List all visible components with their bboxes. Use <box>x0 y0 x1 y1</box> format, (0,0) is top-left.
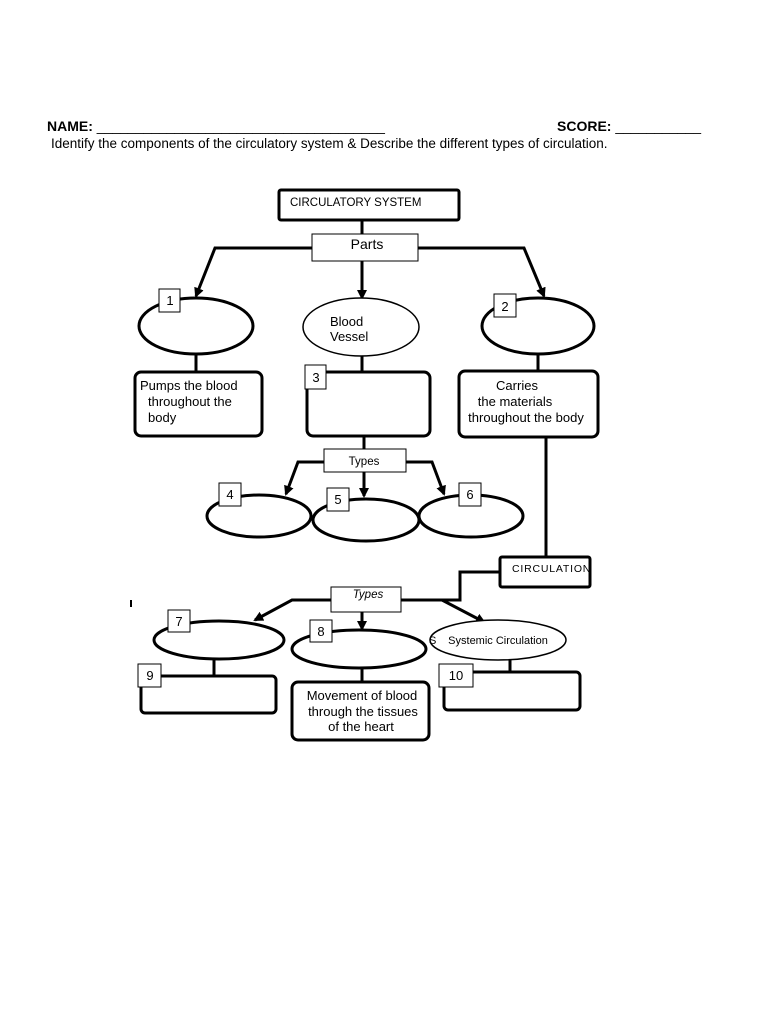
vessel-types-box <box>323 448 407 473</box>
number-tag-4: 4 <box>226 487 233 502</box>
arrow-types-systemic <box>401 598 486 624</box>
number-tag-9: 9 <box>146 668 153 683</box>
number-tag-10: 10 <box>449 668 463 683</box>
blood-description-box <box>457 369 600 439</box>
arrow-types-6 <box>406 460 446 496</box>
circulation-10-blank-box[interactable] <box>442 670 582 712</box>
blood-vessel-ellipse <box>302 297 420 357</box>
blood-desc-line3: throughout the body <box>468 410 584 425</box>
blood-vessel-label-line1: Blood <box>330 314 363 329</box>
arrow-parts-2 <box>418 246 546 298</box>
number-tag-3: 3 <box>312 370 319 385</box>
systemic-circulation-ellipse <box>429 619 567 661</box>
number-tag-8: 8 <box>317 624 324 639</box>
name-blank[interactable]: _____________________________________ <box>96 118 385 134</box>
stray-mark <box>130 600 132 607</box>
arrow-types-4 <box>284 460 324 496</box>
coronary-desc-line3: of the heart <box>328 719 394 734</box>
circulation-label: CIRCULATION <box>512 563 591 575</box>
circulation-9-blank-box[interactable] <box>139 674 278 715</box>
score-blank[interactable]: ___________ <box>615 118 701 134</box>
parts-label: Parts <box>351 236 384 252</box>
systemic-circulation-label: Systemic Circulation <box>448 635 548 647</box>
part-3-blank-box[interactable] <box>305 370 432 438</box>
coronary-desc-line1: Movement of blood <box>307 688 418 703</box>
systemic-prefix: S <box>429 635 436 647</box>
instructions: Identify the components of the circulato… <box>51 136 608 151</box>
part-1-blank-ellipse[interactable] <box>137 296 255 356</box>
arrow-parts-1 <box>194 246 312 298</box>
heart-desc-line1: Pumps the blood <box>140 378 238 393</box>
blood-desc-line1: Carries <box>496 378 538 393</box>
number-tag-1: 1 <box>166 293 173 308</box>
heart-desc-line3: body <box>148 410 177 425</box>
heart-desc-line2: throughout the <box>148 394 232 409</box>
circulation-types-box <box>330 586 402 613</box>
parts-box <box>311 233 419 262</box>
blood-desc-line2: the materials <box>478 394 553 409</box>
number-tags: 1 2 3 4 5 6 7 8 9 10 <box>137 288 517 688</box>
number-tag-5: 5 <box>334 492 341 507</box>
number-tag-2: 2 <box>501 299 508 314</box>
score-label: SCORE: ___________ <box>557 118 701 134</box>
coronary-desc-line2: through the tissues <box>308 704 418 719</box>
root-box <box>277 188 461 222</box>
vessel-types-label: Types <box>349 456 380 468</box>
circulation-box <box>498 555 592 589</box>
heart-description-box <box>133 370 264 438</box>
circulation-types-label: Types <box>353 589 384 601</box>
blood-vessel-label-line2: Vessel <box>330 329 368 344</box>
coronary-description-box <box>290 680 431 742</box>
number-tag-6: 6 <box>466 487 473 502</box>
arrow-types-7 <box>253 598 331 622</box>
connector-circulation-types <box>401 570 500 602</box>
number-tag-7: 7 <box>175 614 182 629</box>
name-label: NAME: __________________________________… <box>47 118 385 134</box>
root-label: CIRCULATORY SYSTEM <box>290 197 421 209</box>
